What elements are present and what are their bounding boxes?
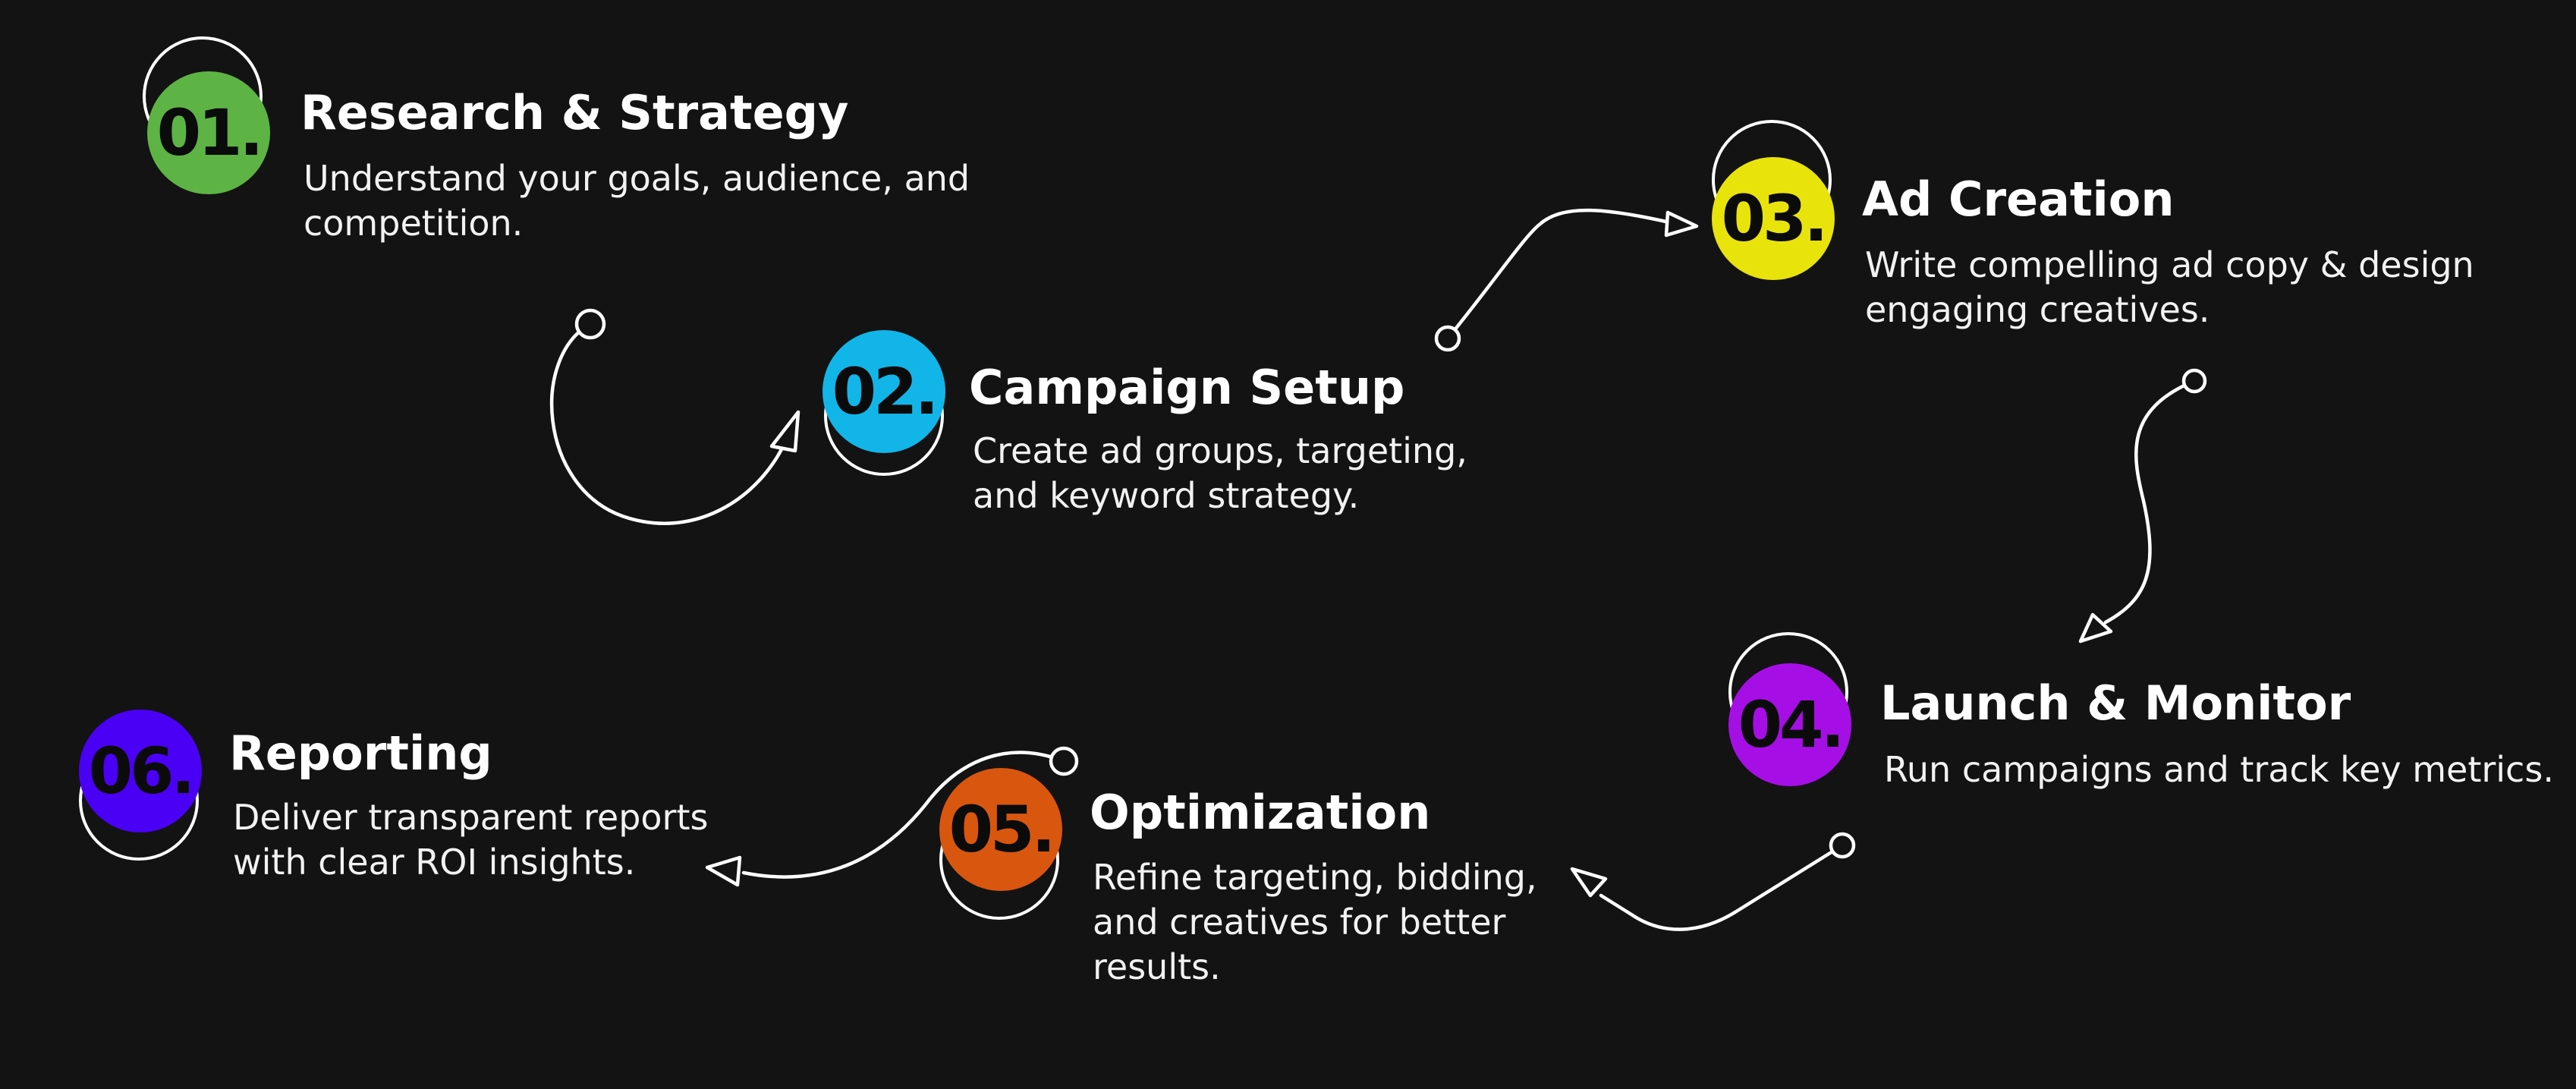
step-title: Optimization xyxy=(1090,785,1431,840)
step-title: Ad Creation xyxy=(1862,172,2175,227)
step-description: Deliver transparent reports with clear R… xyxy=(233,797,709,883)
step-description: Run campaigns and track key metrics. xyxy=(1884,749,2554,790)
connector-arrowhead xyxy=(2078,612,2113,644)
connector-line xyxy=(1599,843,1845,931)
step-description: Create ad groups, targeting, and keyword… xyxy=(973,430,1467,516)
step-number-badge: 06. xyxy=(79,710,202,832)
step-title: Reporting xyxy=(229,725,492,781)
connector-1-to-2 xyxy=(550,308,800,525)
step-description: Understand your goals, audience, and com… xyxy=(304,158,970,244)
step-number-badge: 01. xyxy=(147,71,270,194)
connector-arrowhead xyxy=(705,855,742,887)
connector-3-to-4 xyxy=(2078,368,2207,644)
connector-line xyxy=(1445,208,1672,341)
connector-arrowhead xyxy=(769,410,800,453)
connector-start-dot xyxy=(1434,325,1461,352)
step-title: Campaign Setup xyxy=(969,360,1405,415)
step-number-badge: 04. xyxy=(1728,663,1851,786)
connector-line xyxy=(741,751,1066,879)
step-number-badge: 05. xyxy=(939,768,1062,891)
connector-5-to-6 xyxy=(705,746,1079,887)
connector-start-dot xyxy=(2181,368,2207,394)
connector-line xyxy=(2103,379,2197,625)
step-title: Research & Strategy xyxy=(300,85,849,140)
connector-start-dot xyxy=(1049,746,1079,776)
connector-start-dot xyxy=(574,308,606,340)
step-title: Launch & Monitor xyxy=(1880,675,2351,731)
step-description: Refine targeting, bidding, and creatives… xyxy=(1093,857,1537,987)
connector-arrowhead xyxy=(1664,210,1699,238)
step-number-badge: 03. xyxy=(1712,157,1835,280)
connector-2-to-3 xyxy=(1434,208,1699,352)
connector-arrowhead xyxy=(1570,867,1608,898)
connector-line xyxy=(550,322,791,525)
step-number-badge: 02. xyxy=(822,330,945,453)
connector-4-to-5 xyxy=(1570,832,1856,931)
connector-start-dot xyxy=(1829,832,1856,859)
step-description: Write compelling ad copy & design engagi… xyxy=(1865,244,2474,330)
